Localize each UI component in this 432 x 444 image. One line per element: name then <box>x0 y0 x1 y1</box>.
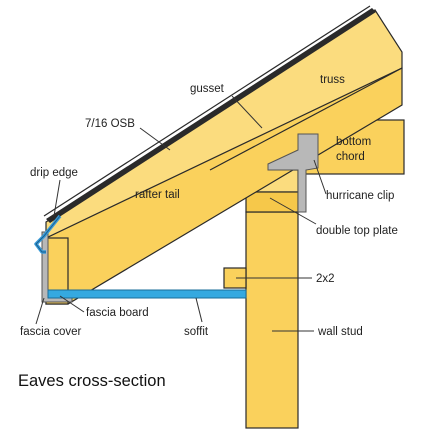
label-wall-stud: wall stud <box>317 326 363 338</box>
leader-soffit <box>195 297 203 323</box>
label-truss: truss <box>320 74 345 86</box>
label-fascia-board: fascia board <box>86 307 149 319</box>
label-osb: 7/16 OSB <box>85 118 135 130</box>
osb-sheathing <box>46 8 376 223</box>
label-bottom-chord-1: bottom <box>336 136 371 148</box>
label-hurricane-clip: hurricane clip <box>326 190 394 202</box>
wall-stud <box>245 211 299 429</box>
leader-fascia-board <box>59 295 85 313</box>
leader-double-top-plate <box>269 197 317 225</box>
label-soffit: soffit <box>184 326 209 338</box>
drip-edge-outline <box>35 215 61 253</box>
leader-fascia-cover <box>35 297 45 325</box>
leader-hurricane-clip <box>313 159 327 195</box>
label-gusset: gusset <box>190 83 225 95</box>
label-double-top-plate: double top plate <box>316 225 398 237</box>
label-rafter-tail: rafter tail <box>135 189 180 201</box>
soffit <box>47 289 247 299</box>
label-2x2: 2x2 <box>316 273 335 285</box>
label-drip-edge: drip edge <box>30 167 78 179</box>
label-bottom-chord-2: chord <box>336 151 365 163</box>
roof-surface <box>43 5 371 217</box>
hurricane-clip <box>267 133 319 213</box>
diagram-caption: Eaves cross-section <box>18 372 166 390</box>
leader-gusset <box>231 95 263 129</box>
gusset-seam <box>209 67 403 171</box>
label-fascia-cover: fascia cover <box>20 326 82 338</box>
leader-osb <box>139 127 171 151</box>
leader-drip-edge <box>53 179 61 217</box>
